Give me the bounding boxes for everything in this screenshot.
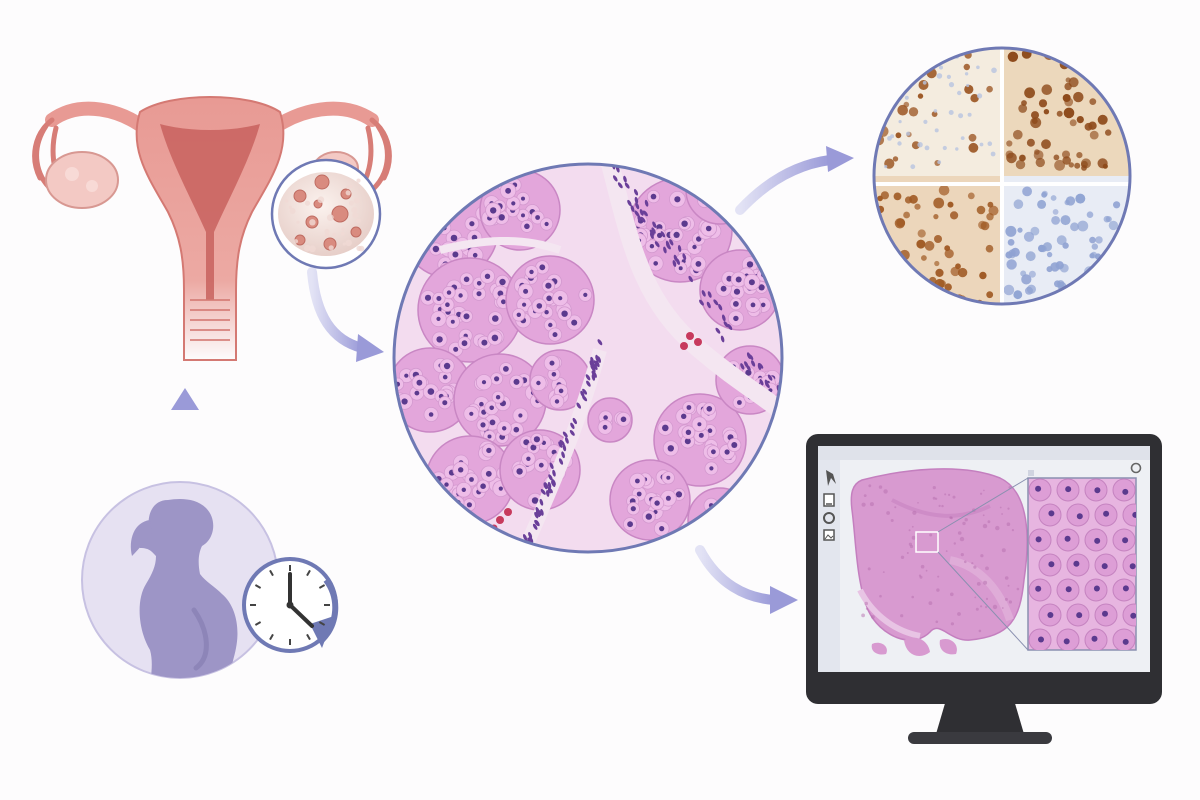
toolbar-image-icon[interactable]	[823, 529, 835, 541]
viewer-toolbar	[818, 460, 840, 672]
clock-hour-hand	[288, 603, 314, 628]
arrow-histology-to-monitor	[695, 545, 798, 614]
microscopy-icon	[392, 162, 784, 554]
toolbar-upload-icon[interactable]	[823, 493, 835, 507]
woman-silhouette	[136, 499, 238, 678]
flow-arrows	[171, 146, 854, 614]
toolbar-pointer-icon[interactable]	[826, 470, 836, 486]
ovarian-mass-icon	[270, 158, 382, 270]
pregnant-woman-icon	[81, 481, 279, 679]
arrow-histology-to-ihc	[735, 146, 854, 215]
whole-slide-thumbnail	[850, 468, 1028, 656]
arrow-ovary-to-histology	[307, 267, 384, 362]
monitor-stand	[936, 700, 1024, 734]
monitor-base	[908, 732, 1052, 744]
monitor-icon	[806, 434, 1162, 744]
left-ovary	[45, 151, 119, 209]
arrow-up-to-uterus	[171, 388, 199, 475]
roi-selection-box[interactable]	[915, 531, 939, 553]
toolbar-circle-icon[interactable]	[823, 512, 835, 524]
clock-icon	[242, 557, 339, 653]
immunostain-icon	[872, 46, 1132, 306]
settings-circle-icon[interactable]	[1130, 462, 1142, 474]
zoomed-region-panel	[1027, 470, 1137, 651]
